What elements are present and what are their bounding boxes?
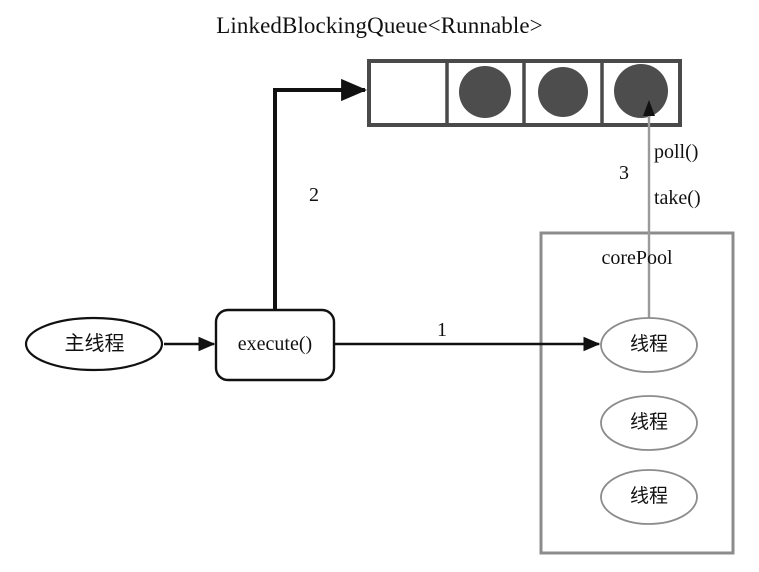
thread-ellipse <box>600 469 698 525</box>
poll-annotation: poll() <box>654 141 699 163</box>
take-annotation: take() <box>654 187 701 209</box>
edge-label-1: 1 <box>437 319 447 341</box>
queue-task-circle <box>614 64 668 118</box>
edge-3-arrowhead <box>643 100 655 116</box>
queue-task-circle <box>459 66 511 118</box>
core-pool-threads <box>600 317 698 525</box>
thread-ellipse <box>600 395 698 451</box>
edge-execute-to-queue <box>273 78 368 311</box>
queue-title: LinkedBlockingQueue<Runnable> <box>216 13 543 38</box>
edge-queue-to-thread <box>643 100 655 320</box>
queue-task-circle <box>538 67 588 117</box>
edge-label-3: 3 <box>619 162 629 184</box>
thread-label: 线程 <box>629 333 668 355</box>
edge-label-2: 2 <box>309 184 319 206</box>
execute-node-label: execute() <box>237 333 313 355</box>
linked-blocking-queue-box <box>367 59 682 127</box>
main-thread-label: 主线程 <box>64 331 125 355</box>
main-thread-ellipse <box>24 316 164 372</box>
thread-ellipse <box>600 317 698 373</box>
core-pool-label: corePool <box>601 247 673 269</box>
thread-label: 线程 <box>629 411 668 433</box>
thread-label: 线程 <box>629 485 668 507</box>
